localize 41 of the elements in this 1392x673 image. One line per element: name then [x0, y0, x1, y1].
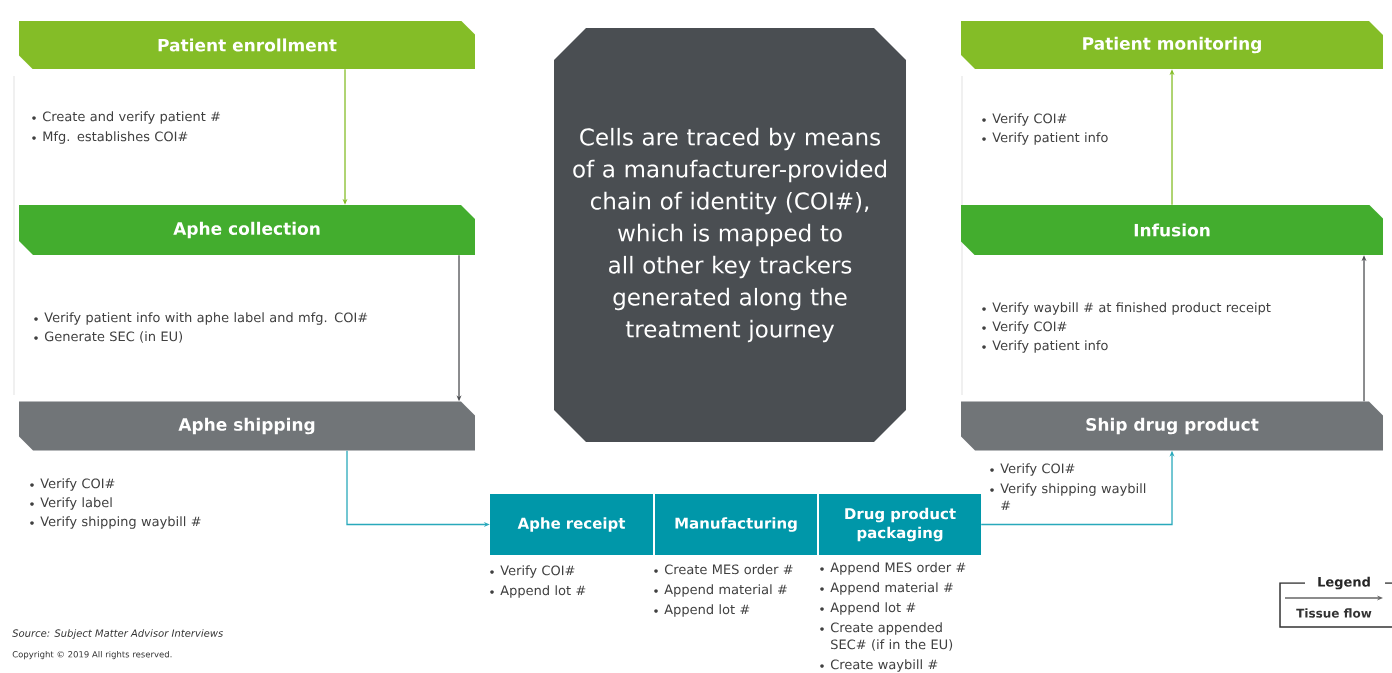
- copyright-note: Copyright © 2019 All rights reserved.: [12, 650, 172, 660]
- step-header: Drug product packaging: [819, 494, 981, 555]
- node-label: Manufacturing: [675, 517, 797, 532]
- bullet-item: Verify patient info with aphe label and mfg. COI#: [44, 312, 368, 325]
- bullet-item: Generate SEC (in EU): [44, 331, 183, 343]
- bullet-item: Append material #: [830, 582, 953, 595]
- bullet-item: Verify waybill # at finished product receipt: [992, 302, 1271, 315]
- bullet-item: Create waybill #: [830, 659, 938, 672]
- bullet-item: Append lot #: [830, 602, 916, 615]
- legend-title: Legend: [1318, 576, 1370, 590]
- stage-header: Ship drug product: [961, 401, 1383, 451]
- bullet-item: Append lot #: [500, 585, 586, 598]
- bullet-item: Create appended SEC# (if in the EU): [830, 622, 953, 651]
- stage-header: Aphe shipping: [19, 401, 475, 451]
- bullet-item: Append lot #: [664, 604, 750, 617]
- legend-text: Tissue flow: [1296, 608, 1372, 618]
- bullet-item: Verify patient info: [992, 132, 1108, 145]
- bullet-item: Mfg. establishes COI#: [43, 131, 188, 144]
- node-label: Aphe receipt: [517, 517, 626, 532]
- bullet-item: Verify COI#: [992, 113, 1067, 126]
- bullet-item: Verify COI#: [500, 565, 575, 578]
- bullet-item: Verify shipping waybill #: [1000, 483, 1146, 511]
- stage-header: Patient monitoring: [961, 21, 1383, 69]
- bullet-item: Verify patient info: [992, 340, 1108, 353]
- bullet-item: Verify COI#: [40, 478, 115, 491]
- bullet-item: Append material #: [664, 584, 787, 597]
- stage-header: Patient enrollment: [19, 21, 475, 69]
- step-header: Aphe receipt: [490, 494, 653, 555]
- stage-header: Infusion: [961, 205, 1383, 255]
- bullet-item: Verify shipping waybill #: [40, 516, 201, 529]
- stage-header: Aphe collection: [19, 205, 475, 255]
- node-label: Drug product packaging: [845, 507, 956, 542]
- bullet-item: Create MES order #: [664, 564, 793, 575]
- bullet-item: Verify COI#: [1000, 463, 1075, 476]
- bullet-item: Create and verify patient #: [42, 111, 221, 124]
- summary-box: Cells are traced by means of a manufacturer-provided chain of identity (COI#), which is mapped to all other key trackers generated along the treatment journey: [554, 28, 906, 442]
- bullet-item: Verify label: [40, 497, 112, 510]
- source-note: Source: Subject Matter Advisor Interviews: [12, 629, 223, 639]
- bullet-item: Verify COI#: [992, 321, 1067, 334]
- step-header: Manufacturing: [655, 494, 817, 555]
- bullet-item: Append MES order #: [830, 562, 966, 575]
